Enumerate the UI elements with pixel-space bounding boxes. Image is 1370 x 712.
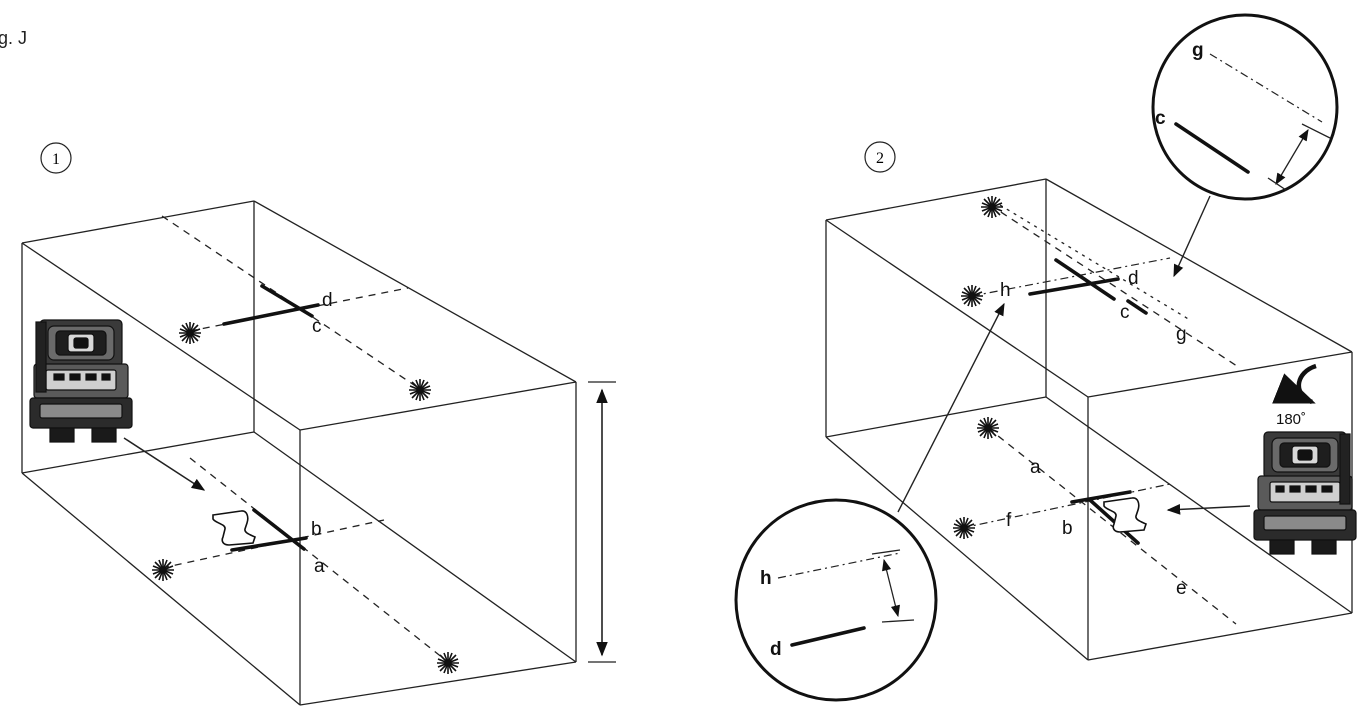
panel-2-rotation-label: 180˚ <box>1276 411 1306 428</box>
panel-2-number-circle <box>864 141 896 173</box>
panel-2-label-c: c <box>1120 302 1130 323</box>
panel-1-label-c: c <box>312 316 322 337</box>
panel-1-burst-floor-left <box>151 558 175 582</box>
panel-1-number: 1 <box>52 151 60 168</box>
panel-2-burst-floor-left <box>952 516 976 540</box>
panel-2-target-plate <box>1103 497 1147 533</box>
panel-2-label-b: b <box>1062 518 1073 539</box>
panel-1-label-b: b <box>311 519 322 540</box>
panel-2-label-f: f <box>1006 510 1012 531</box>
panel-2-label-a: a <box>1030 457 1041 478</box>
panel-1-move-arrow <box>123 437 206 491</box>
inset-top-label-g: g <box>1192 40 1204 61</box>
inset-top-label-c: c <box>1155 108 1166 129</box>
panel-1-burst-floor-right <box>436 651 460 675</box>
panel-2-laser-level-device <box>1253 431 1357 555</box>
panel-1-number-circle <box>40 142 72 174</box>
panel-2-burst-floor-back <box>976 416 1000 440</box>
panel-1-ceiling-line-cross <box>189 287 409 332</box>
panel-2-inset-top: g c <box>1151 13 1339 201</box>
figure-label: g. J <box>0 28 27 48</box>
panel-1-target-plate <box>212 510 256 546</box>
panel-1: 1 d c <box>21 142 616 706</box>
panel-1-burst-ceiling-right <box>408 378 432 402</box>
panel-2-number: 2 <box>876 150 884 167</box>
panel-2-move-arrow <box>1166 504 1251 515</box>
panel-1-floor-line-long <box>189 457 449 663</box>
panel-1-laser-level-device <box>29 319 133 443</box>
panel-1-burst-ceiling-left <box>178 321 202 345</box>
panel-1-label-a: a <box>314 556 325 577</box>
panel-2-inset-top-pointer <box>1173 195 1211 278</box>
panel-2-label-h-ceiling: h <box>1000 280 1011 301</box>
panel-2-room-box <box>825 178 1353 661</box>
panel-1-room-box <box>21 200 577 706</box>
panel-2-inset-bottom-pointer <box>897 302 1005 513</box>
panel-2-inset-bottom: h d <box>734 498 938 702</box>
panel-2-label-d: d <box>1128 268 1139 289</box>
panel-2-label-e: e <box>1176 578 1187 599</box>
inset-bottom-label-d: d <box>770 639 782 660</box>
panel-2-burst-ceiling-left <box>960 284 984 308</box>
panel-2-label-g: g <box>1176 324 1187 345</box>
panel-2-burst-ceiling-back <box>980 195 1004 219</box>
panel-1-label-d: d <box>322 290 333 311</box>
panel-2: 2 h d c g <box>734 13 1357 702</box>
inset-bottom-label-h: h <box>760 568 772 589</box>
panel-2-rotation-arrow <box>1272 363 1317 405</box>
